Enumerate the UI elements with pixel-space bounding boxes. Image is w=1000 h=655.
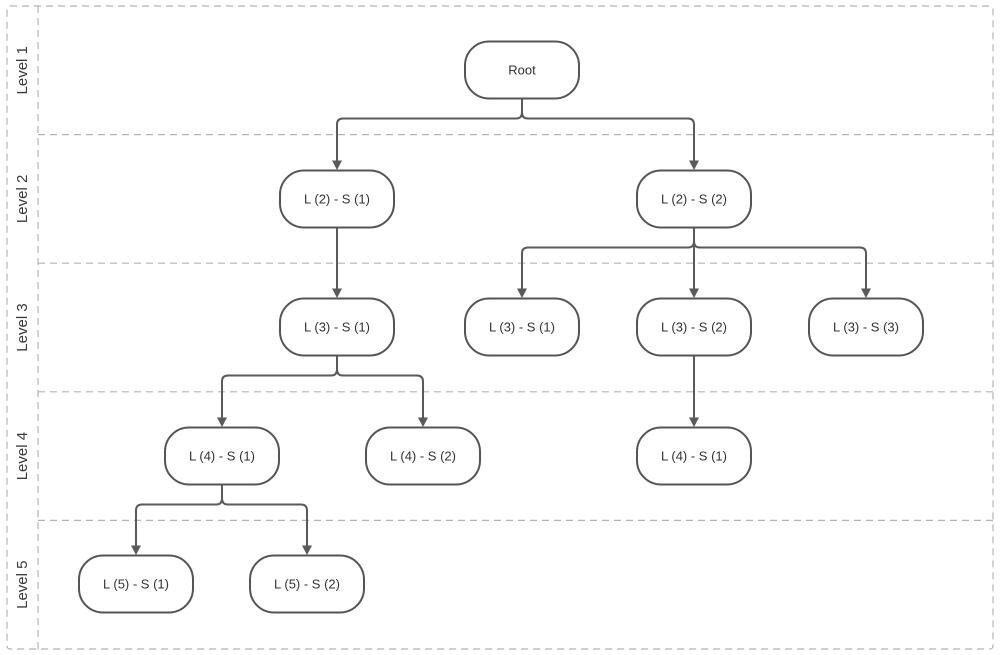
arrowhead bbox=[332, 288, 342, 298]
node-root: Root bbox=[464, 40, 580, 100]
connectors bbox=[131, 98, 871, 555]
arrowhead bbox=[689, 417, 699, 427]
node-box bbox=[636, 297, 752, 357]
node-label: L (5) - S (2) bbox=[274, 577, 340, 592]
edge-l3s1a-to-l4s2 bbox=[336, 355, 424, 420]
node-label: L (4) - S (1) bbox=[661, 449, 727, 464]
edge-root-to-l2s1 bbox=[336, 98, 523, 163]
edge-l4s1a-to-l5s2 bbox=[221, 484, 308, 548]
lane-label: Level 2 bbox=[14, 175, 31, 223]
node-label: L (4) - S (2) bbox=[390, 449, 456, 464]
edge-l3s1a-to-l4s1a bbox=[221, 355, 338, 420]
node-l3s1a: L (3) - S (1) bbox=[279, 297, 395, 357]
node-l3s2: L (3) - S (2) bbox=[636, 297, 752, 357]
outer-frame bbox=[6, 5, 994, 650]
node-l3s1b: L (3) - S (1) bbox=[464, 297, 580, 357]
node-label: L (2) - S (1) bbox=[304, 192, 370, 207]
edge-l4s1a-to-l5s1 bbox=[135, 484, 223, 548]
arrowhead bbox=[517, 288, 527, 298]
arrowhead bbox=[418, 417, 428, 427]
node-label: L (3) - S (1) bbox=[489, 320, 555, 335]
node-box bbox=[164, 426, 280, 486]
node-label: L (3) - S (3) bbox=[833, 320, 899, 335]
node-box bbox=[464, 40, 580, 100]
arrowhead bbox=[689, 288, 699, 298]
node-l4s2: L (4) - S (2) bbox=[365, 426, 481, 486]
node-box bbox=[279, 169, 395, 229]
swimlanes: Level 1 Level 2 Level 3 Level 4 Level 5 bbox=[6, 5, 994, 650]
arrowhead bbox=[689, 160, 699, 170]
node-box bbox=[808, 297, 924, 357]
arrowhead bbox=[131, 545, 141, 555]
node-l4s1a: L (4) - S (1) bbox=[164, 426, 280, 486]
lane-label: Level 5 bbox=[14, 561, 31, 609]
nodes: Root L (2) - S (1) L (2) - S (2) L (3) - S … bbox=[78, 40, 924, 614]
node-box bbox=[279, 297, 395, 357]
lane-label: Level 3 bbox=[14, 303, 31, 351]
node-l5s1: L (5) - S (1) bbox=[78, 554, 194, 614]
node-l2s1: L (2) - S (1) bbox=[279, 169, 395, 229]
arrowhead bbox=[861, 288, 871, 298]
node-box bbox=[636, 426, 752, 486]
node-box bbox=[464, 297, 580, 357]
node-label: L (3) - S (1) bbox=[304, 320, 370, 335]
node-l3s3: L (3) - S (3) bbox=[808, 297, 924, 357]
node-label: L (5) - S (1) bbox=[103, 577, 169, 592]
node-box bbox=[78, 554, 194, 614]
arrowhead bbox=[302, 545, 312, 555]
node-l2s2: L (2) - S (2) bbox=[636, 169, 752, 229]
node-label: L (4) - S (1) bbox=[189, 449, 255, 464]
edge-l2s2-to-l3s1b bbox=[521, 227, 695, 291]
node-box bbox=[365, 426, 481, 486]
lane-label: Level 1 bbox=[14, 46, 31, 94]
node-label: Root bbox=[508, 63, 536, 78]
lane-label: Level 4 bbox=[14, 432, 31, 480]
node-l4s1b: L (4) - S (1) bbox=[636, 426, 752, 486]
edge-l2s2-to-l3s3 bbox=[693, 227, 867, 291]
arrowhead bbox=[217, 417, 227, 427]
node-label: L (2) - S (2) bbox=[661, 192, 727, 207]
node-box bbox=[249, 554, 365, 614]
arrowhead bbox=[332, 160, 342, 170]
edge-root-to-l2s2 bbox=[521, 98, 695, 163]
node-box bbox=[636, 169, 752, 229]
node-label: L (3) - S (2) bbox=[661, 320, 727, 335]
node-l5s2: L (5) - S (2) bbox=[249, 554, 365, 614]
